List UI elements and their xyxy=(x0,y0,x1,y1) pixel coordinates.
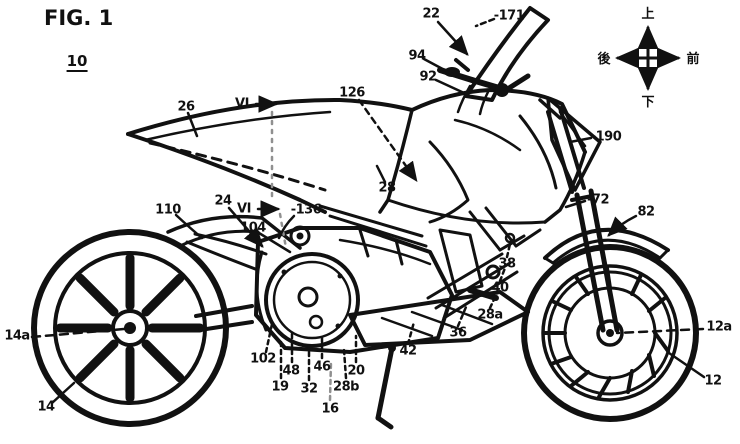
ref-label-136: -136 xyxy=(290,202,322,218)
ref-label-102: 102 xyxy=(250,351,276,367)
ref-label-42: 42 xyxy=(399,343,417,359)
ref-label-12a: 12a xyxy=(706,319,732,335)
front-fender xyxy=(543,227,670,265)
front-wheel xyxy=(521,244,699,422)
ref-label-48: 48 xyxy=(282,363,300,379)
undercowl xyxy=(348,290,530,347)
ref-label-104: 104 xyxy=(240,220,266,236)
ref-label-32: 32 xyxy=(300,381,318,397)
ref-label-20: 20 xyxy=(347,363,365,379)
ref-label-28: 28 xyxy=(378,180,396,196)
ref-label-vi-mid: VI xyxy=(237,201,251,217)
ref-label-vi-top: VI xyxy=(235,96,249,112)
direction-compass: 上 下 後 前 xyxy=(597,7,699,110)
figure-title: FIG. 1 xyxy=(44,6,114,30)
ref-label-12: 12 xyxy=(704,373,722,389)
ref-label-22: 22 xyxy=(422,6,440,22)
ref-label-110: 110 xyxy=(155,202,181,218)
ref-label-16: 16 xyxy=(321,401,339,417)
ref-label-190: -190 xyxy=(590,129,622,145)
ref-label-92: 92 xyxy=(419,69,437,85)
ref-label-19: 19 xyxy=(271,379,289,395)
ref-label-26: 26 xyxy=(177,99,195,115)
ref-label-46: 46 xyxy=(313,359,331,375)
windscreen xyxy=(464,6,550,102)
compass-rear-label: 後 xyxy=(597,51,611,67)
ref-label-40: 40 xyxy=(491,280,509,296)
ref-label-82: 82 xyxy=(637,204,655,220)
rear-wheel xyxy=(31,229,229,427)
ref-label-14: 14 xyxy=(37,399,55,415)
compass-down-label: 下 xyxy=(641,95,654,110)
leader-lines xyxy=(30,17,706,405)
ref-label-72: -72 xyxy=(587,192,610,208)
ref-label-38: 38 xyxy=(498,256,516,272)
fuel-tank xyxy=(378,88,587,225)
figure-number-10: 10 xyxy=(66,52,88,72)
ref-label-24: 24 xyxy=(214,193,232,209)
ref-label-171: -171 xyxy=(493,8,525,24)
ref-label-126: 126 xyxy=(339,85,365,101)
ref-label-14a: 14a xyxy=(4,328,30,344)
ref-label-28a: 28a xyxy=(477,307,503,323)
compass-up-label: 上 xyxy=(641,7,654,22)
kickstand xyxy=(375,344,396,430)
compass-front-label: 前 xyxy=(686,51,699,67)
front-fork xyxy=(546,106,620,333)
ref-label-28b: 28b xyxy=(333,379,359,395)
ref-label-94: 94 xyxy=(408,48,426,64)
ref-label-36: 36 xyxy=(449,325,467,341)
frame-mid xyxy=(194,204,542,332)
